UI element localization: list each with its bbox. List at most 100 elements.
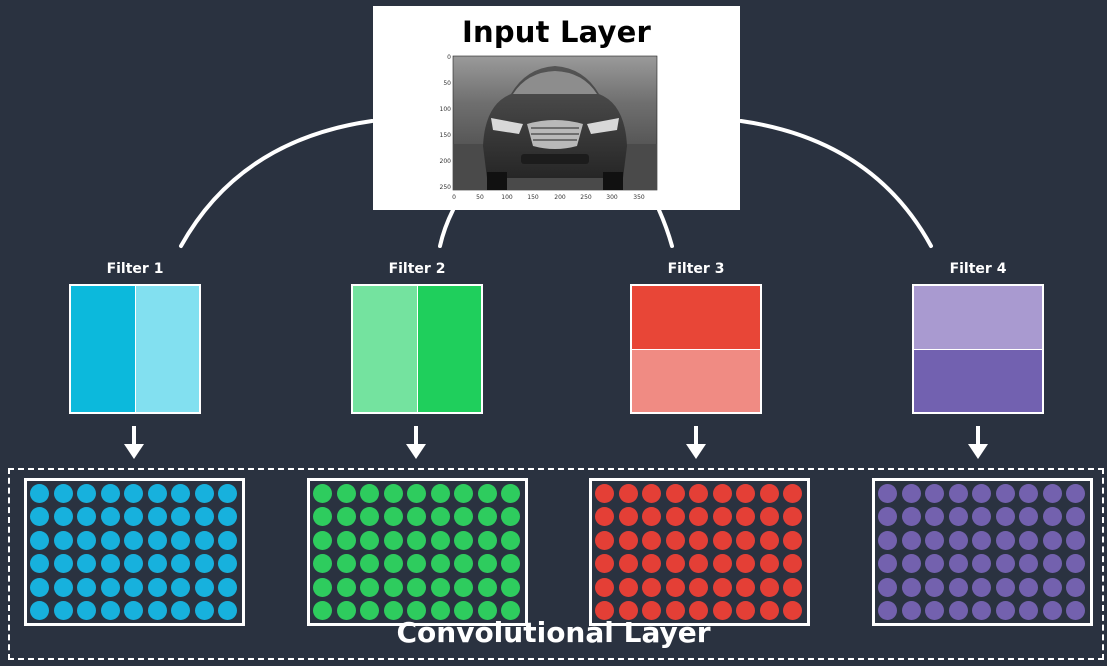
feature-map-neuron — [736, 600, 755, 620]
feature-map-neuron — [147, 600, 167, 620]
filter-4-label: Filter 4 — [949, 261, 1007, 277]
feature-map-neuron — [313, 577, 332, 597]
feature-map-neuron — [878, 507, 897, 527]
feature-map-neuron — [218, 484, 237, 503]
feature-map-neuron — [901, 600, 921, 620]
feature-map-neuron — [360, 554, 379, 574]
feature-map-neuron — [454, 507, 473, 527]
y-tick: 50 — [443, 80, 451, 87]
feature-map-neuron — [783, 577, 802, 597]
down-arrow-icon — [124, 426, 144, 459]
feature-map-neuron — [595, 600, 614, 620]
feature-map-neuron — [383, 577, 403, 597]
feature-map-neuron — [783, 600, 802, 620]
feature-map-neuron — [736, 554, 755, 574]
feature-map-neuron — [759, 554, 779, 574]
feature-map-neuron — [689, 577, 708, 597]
filter-2-label: Filter 2 — [388, 261, 446, 277]
feature-map-neuron — [313, 530, 332, 550]
feature-map-neuron — [1019, 600, 1038, 620]
feature-map-neuron — [1066, 554, 1085, 574]
x-tick: 350 — [633, 194, 645, 201]
feature-map-neuron — [665, 554, 685, 574]
filter-1-left-half — [71, 286, 136, 412]
feature-map-neuron — [972, 484, 991, 503]
feature-map-neuron — [995, 577, 1015, 597]
feature-map-neuron — [878, 530, 897, 550]
arc-filter-3 — [657, 208, 674, 248]
filter-3-label: Filter 3 — [667, 261, 725, 277]
feature-map-neuron — [77, 530, 96, 550]
feature-map-neuron — [454, 577, 473, 597]
feature-map-neuron — [1066, 530, 1085, 550]
feature-map-neuron — [430, 577, 450, 597]
arc-filter-1 — [179, 119, 374, 248]
feature-map-neuron — [948, 530, 968, 550]
feature-map-neuron — [1019, 577, 1038, 597]
feature-map-neuron — [972, 577, 991, 597]
feature-map-neuron — [642, 484, 661, 503]
feature-map-neuron — [642, 577, 661, 597]
convolutional-layer-title: Convolutional Layer — [396, 616, 711, 649]
feature-map-neuron — [689, 600, 708, 620]
feature-map-neuron — [430, 600, 450, 620]
feature-map-neuron — [995, 600, 1015, 620]
feature-map-neuron — [360, 507, 379, 527]
feature-map-neuron — [642, 507, 661, 527]
feature-map-neuron — [736, 507, 755, 527]
feature-map-neuron — [618, 554, 638, 574]
feature-map-neuron — [124, 577, 143, 597]
feature-map-neuron — [783, 507, 802, 527]
filter-1-right-half — [135, 286, 199, 412]
feature-map-neuron — [218, 600, 237, 620]
feature-map-neuron — [477, 530, 497, 550]
feature-map-neuron — [618, 507, 638, 527]
feature-map-neuron — [194, 507, 214, 527]
y-tick: 200 — [440, 158, 452, 165]
feature-map-neuron — [618, 577, 638, 597]
feature-map-neuron — [689, 530, 708, 550]
feature-map-neuron — [925, 554, 944, 574]
feature-map-neuron — [595, 484, 614, 503]
feature-map-neuron — [147, 484, 167, 503]
feature-map-neuron — [618, 530, 638, 550]
feature-map-neuron — [925, 600, 944, 620]
feature-map-neuron — [383, 530, 403, 550]
x-tick: 150 — [527, 194, 539, 201]
feature-map-neuron — [147, 577, 167, 597]
feature-map-neuron — [30, 554, 49, 574]
feature-map-neuron — [218, 577, 237, 597]
feature-map-neuron — [100, 577, 120, 597]
feature-map-neuron — [1066, 484, 1085, 503]
feature-map-neuron — [948, 484, 968, 503]
feature-map-neuron — [948, 507, 968, 527]
feature-map-neuron — [360, 600, 379, 620]
feature-map-neuron — [171, 507, 190, 527]
feature-map-neuron — [1019, 554, 1038, 574]
feature-map-neuron — [30, 484, 49, 503]
feature-map-1 — [24, 478, 245, 626]
feature-map-neuron — [948, 554, 968, 574]
feature-map-neuron — [901, 507, 921, 527]
feature-map-neuron — [77, 554, 96, 574]
feature-map-neuron — [689, 507, 708, 527]
feature-map-neuron — [360, 530, 379, 550]
feature-map-neuron — [618, 484, 638, 503]
x-tick: 100 — [501, 194, 513, 201]
feature-map-neuron — [759, 484, 779, 503]
feature-map-neuron — [477, 484, 497, 503]
feature-map-neuron — [336, 577, 356, 597]
y-tick: 0 — [447, 54, 451, 61]
feature-map-neuron — [995, 530, 1015, 550]
feature-map-neuron — [501, 484, 520, 503]
feature-map-neuron — [171, 600, 190, 620]
feature-map-neuron — [948, 577, 968, 597]
feature-map-neuron — [171, 530, 190, 550]
feature-map-neuron — [1066, 577, 1085, 597]
feature-map-neuron — [407, 484, 426, 503]
feature-map-neuron — [1042, 484, 1062, 503]
convolutional-layer-box — [8, 468, 1104, 660]
feature-map-neuron — [948, 600, 968, 620]
feature-map-neuron — [972, 530, 991, 550]
